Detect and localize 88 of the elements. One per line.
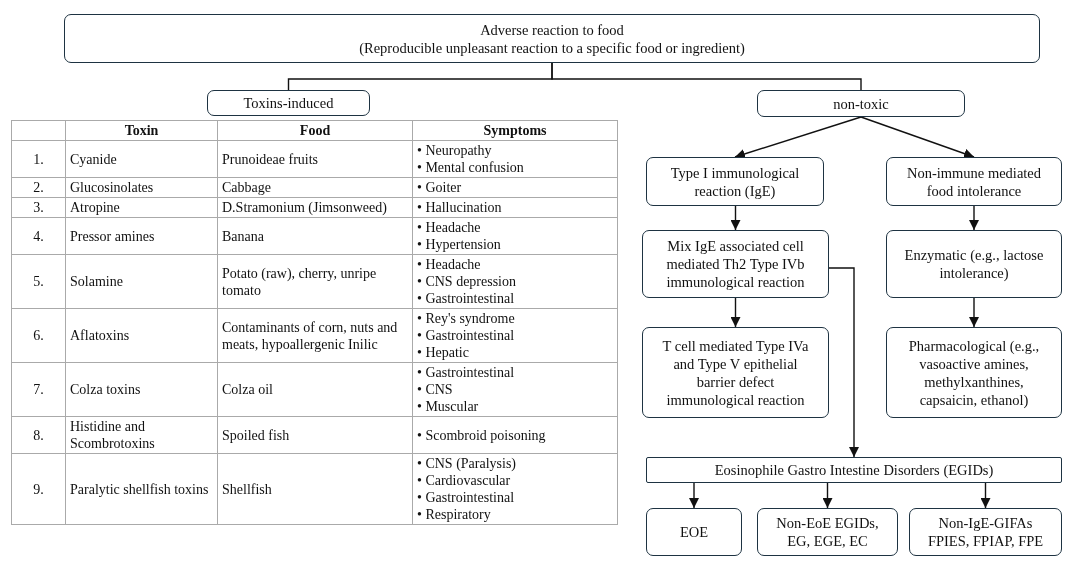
process-box [207,90,370,116]
bullet-item: • Scombroid poisoning [417,426,546,444]
bullet-item: • Gastrointestinal [417,364,515,381]
column-header: Symptoms [412,120,618,141]
bullet-item: • Cardiovascular [417,472,511,489]
bullet-item: • CNS depression [417,273,516,290]
table-cell: Spoiled fish [217,416,413,454]
table-cell: Shellfish [217,453,413,525]
bullet-item: • Hypertension [417,236,501,253]
bullet-item: • Headache [417,219,481,236]
arrow [730,205,741,231]
table-cell: Potato (raw), cherry, unripe tomato [217,254,413,309]
header-box [64,14,1040,63]
bullet-item: • Gastrointestinal [417,327,515,344]
bullet-item: • Gastrointestinal [417,489,515,506]
arrow [734,116,862,159]
category-bar [646,457,1062,483]
arrow [730,297,741,328]
process-box [642,230,829,298]
table-cell: Pressor amines [65,217,218,255]
bullet-item: • Neuropathy [417,142,492,159]
table-cell: Contaminants of corn, nuts and meats, hypoallergenic Inilic [217,308,413,363]
bullet-item: • Gastrointestinal [417,290,515,307]
column-header: Toxin [65,120,218,141]
process-box [909,508,1062,556]
column-header: Food [217,120,413,141]
table-cell: 2. [11,177,66,198]
bullet-item: • CNS (Paralysis) [417,455,516,472]
node-label: Non-IgE-GIFAs FPIES, FPIAP, FPE [926,514,1045,550]
process-box [642,327,829,418]
node-label: Adverse reaction to food [480,20,624,39]
connector-line [551,62,862,91]
node-label: T cell mediated Type IVa and Type V epithelial barrier defect immunological reaction [661,336,810,409]
table-cell: 1. [11,140,66,178]
table-cell: 6. [11,308,66,363]
table-cell: Banana [217,217,413,255]
table-cell: 7. [11,362,66,417]
node-label: EOE [679,523,709,541]
table-cell: 4. [11,217,66,255]
arrow [980,482,991,509]
node-label: Eosinophile Gastro Intestine Disorders (EGIDs) [714,461,994,479]
table-cell: Prunoideae fruits [217,140,413,178]
bullet-item: • Mental confusion [417,159,524,176]
table-cell: 5. [11,254,66,309]
table-cell: 3. [11,197,66,218]
node-label: Toxins-induced [243,94,334,112]
bullet-item: • Muscular [417,398,479,415]
node-label: Non-immune mediated food intolerance [905,163,1043,200]
table-cell: Atropine [65,197,218,218]
arrow [969,297,979,328]
arrow [860,116,975,159]
bullet-item: • Respiratory [417,506,491,523]
bullet-item: • CNS [417,381,453,398]
process-box [757,90,965,117]
table-cell: 9. [11,453,66,525]
arrow [689,482,699,509]
node-label: Type I immunological reaction (IgE) [669,163,801,200]
node-label: Enzymatic (e.g., lactose intolerance) [903,246,1045,282]
table-cell: Solamine [65,254,218,309]
process-box [757,508,898,556]
node-label: non-toxic [833,94,889,113]
table-cell: Paralytic shellfish toxins [65,453,218,525]
node-label: (Reproducible unpleasant reaction to a specific food or ingredient) [359,38,745,57]
process-box [886,327,1062,418]
arrow [969,205,979,231]
node-label: Mix IgE associated cell mediated Th2 Type IVb immunological reaction [665,237,806,291]
bullet-item: • Headache [417,256,481,273]
process-box [886,157,1062,206]
table-cell: Glucosinolates [65,177,218,198]
table-cell: 8. [11,416,66,454]
table-cell: Colza toxins [65,362,218,417]
bullet-item: • Hepatic [417,344,469,361]
table-cell: Aflatoxins [65,308,218,363]
process-box [646,157,824,206]
table-cell: Cyanide [65,140,218,178]
arrow [822,482,833,509]
bullet-item: • Hallucination [417,199,502,216]
table-cell: Cabbage [217,177,413,198]
process-box [646,508,742,556]
node-label: Pharmacological (e.g., vasoactive amines, methylxanthines, capsaicin, ethanol) [907,336,1041,409]
bullet-item: • Rey's syndrome [417,310,515,327]
process-box [886,230,1062,298]
table-cell: Histidine and Scombrotoxins [65,416,218,454]
arrow [828,267,859,458]
table-cell: Colza oil [217,362,413,417]
bullet-item: • Goiter [417,179,462,196]
node-label: Non-EoE EGIDs, EG, EGE, EC [775,514,880,550]
table-cell: D.Stramonium (Jimsonweed) [217,197,413,218]
